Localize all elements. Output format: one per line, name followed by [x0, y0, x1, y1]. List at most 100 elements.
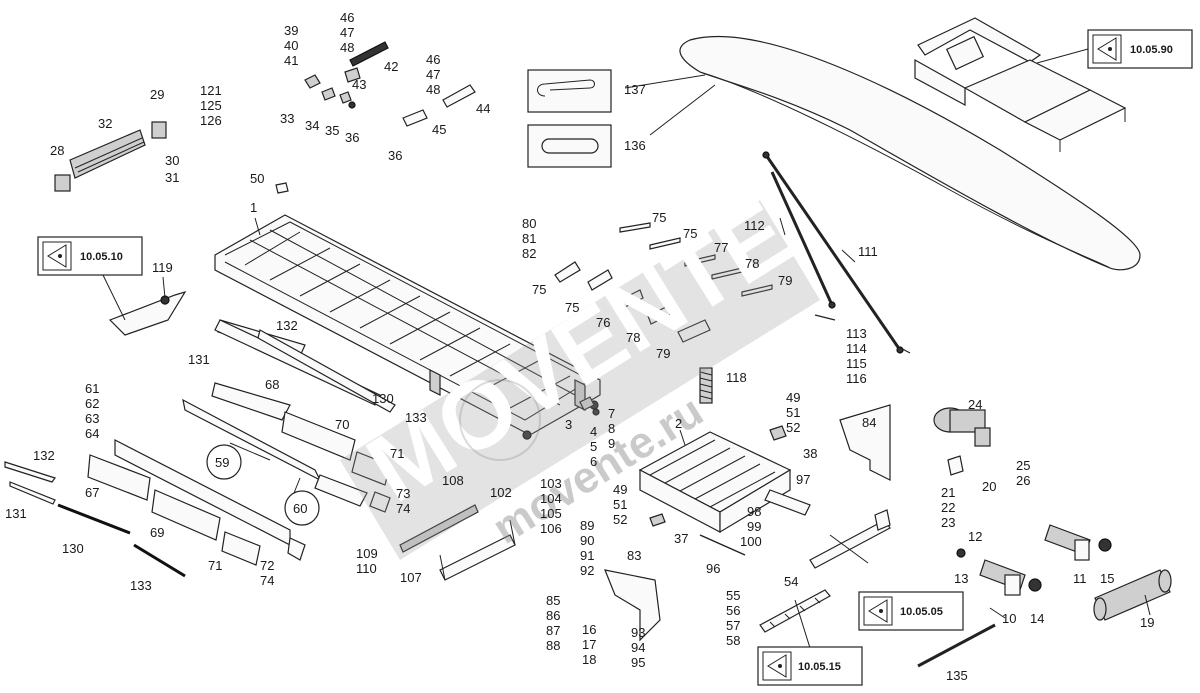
part-label: 70	[335, 417, 349, 432]
part-label: 115	[846, 356, 867, 371]
circled-59[interactable]: 59	[206, 444, 242, 480]
part-label: 45	[432, 122, 446, 137]
part-label: 63	[85, 411, 99, 426]
ref-box-10-05-10[interactable]: 10.05.10	[37, 236, 143, 276]
main-chassis-frame	[214, 214, 601, 440]
ref-box-10-05-15[interactable]: 10.05.15	[757, 646, 863, 686]
motor-24	[933, 407, 991, 447]
part-label: 55	[726, 588, 740, 603]
part-label: 92	[580, 563, 594, 578]
part-label: 13	[954, 571, 968, 586]
circled-60[interactable]: 60	[284, 490, 320, 526]
part-label: 54	[784, 574, 798, 589]
part-label: 78	[745, 256, 759, 271]
part-label: 75	[652, 210, 666, 225]
part-label: 118	[726, 370, 747, 385]
oval-clip-box	[527, 124, 612, 168]
bracket-10-05-05	[809, 509, 891, 569]
eye-icon	[1097, 37, 1117, 61]
part-label: 116	[846, 371, 867, 386]
part-label: 136	[624, 138, 646, 153]
part-label: 29	[150, 87, 164, 102]
part-label: 30	[165, 153, 179, 168]
ref-label: 10.05.05	[900, 606, 943, 618]
part-label: 32	[98, 116, 112, 131]
part-label: 75	[683, 226, 697, 241]
part-label: 100	[740, 534, 762, 549]
part-label: 137	[624, 82, 646, 97]
part-label: 108	[442, 473, 464, 488]
part-label: 52	[786, 420, 800, 435]
part-label: 132	[276, 318, 298, 333]
part-label: 39	[284, 23, 298, 38]
part-label: 90	[580, 533, 594, 548]
part-label: 61	[85, 381, 99, 396]
part-label: 68	[265, 377, 279, 392]
svg-text:60: 60	[293, 501, 307, 516]
part-label: 98	[747, 504, 761, 519]
small-parts-33-48	[304, 41, 476, 127]
part-label: 23	[941, 515, 955, 530]
part-label: 15	[1100, 571, 1114, 586]
part-label: 131	[188, 352, 210, 367]
part-label: 83	[627, 548, 641, 563]
part-label: 96	[706, 561, 720, 576]
part-label: 73	[396, 486, 410, 501]
part-label: 109	[356, 546, 378, 561]
roller-19	[1093, 569, 1172, 621]
ref-box-10-05-90[interactable]: 10.05.90	[1087, 29, 1193, 69]
hopper-assembly	[914, 17, 1127, 152]
part-label: 110	[356, 561, 377, 576]
part-label: 46	[426, 52, 440, 67]
part-label: 105	[540, 506, 562, 521]
part-label: 84	[862, 415, 876, 430]
part-label: 125	[200, 98, 222, 113]
part-label: 28	[50, 143, 64, 158]
part-label: 93	[631, 625, 645, 640]
bottom-strips	[4, 461, 186, 578]
ref-label: 10.05.90	[1130, 44, 1173, 56]
part-label: 126	[200, 113, 222, 128]
part-label: 74	[260, 573, 274, 588]
part-label: 49	[786, 390, 800, 405]
part-label: 76	[596, 315, 610, 330]
part-label: 121	[200, 83, 222, 98]
part-label: 44	[476, 101, 490, 116]
part-label: 2	[675, 416, 682, 431]
part-label: 78	[626, 330, 640, 345]
part-label: 26	[1016, 473, 1030, 488]
part-label: 94	[631, 640, 645, 655]
ref-label: 10.05.15	[798, 661, 841, 673]
part-label: 22	[941, 500, 955, 515]
part-label: 95	[631, 655, 645, 670]
part-label: 17	[582, 637, 596, 652]
tensioner-10-14	[956, 548, 1042, 596]
part-label: 89	[580, 518, 594, 533]
side-panels-left	[87, 319, 396, 566]
part-label: 74	[396, 501, 410, 516]
part-label: 69	[150, 525, 164, 540]
part-labels: 137 136 39 40 41 46 47 48 42 43 33 34 35…	[5, 10, 1154, 683]
part-label: 21	[941, 485, 955, 500]
part-label: 41	[284, 53, 298, 68]
part-label: 9	[608, 436, 615, 451]
part-label: 102	[490, 485, 512, 500]
part-label: 62	[85, 396, 99, 411]
bracket-54	[759, 589, 831, 633]
part-label: 10	[1002, 611, 1016, 626]
part-label: 79	[778, 273, 792, 288]
leader-lines	[102, 48, 1151, 649]
part-label: 40	[284, 38, 298, 53]
ref-box-10-05-05[interactable]: 10.05.05	[858, 591, 964, 631]
part-label: 8	[608, 421, 615, 436]
part-label: 43	[352, 77, 366, 92]
part-label: 71	[208, 558, 222, 573]
part-label: 34	[305, 118, 319, 133]
part-label: 113	[846, 326, 867, 341]
part-label: 114	[846, 341, 867, 356]
part-label: 112	[744, 218, 765, 233]
part-label: 33	[280, 111, 294, 126]
svg-text:59: 59	[215, 455, 229, 470]
part-label: 85	[546, 593, 560, 608]
part-label: 51	[786, 405, 800, 420]
